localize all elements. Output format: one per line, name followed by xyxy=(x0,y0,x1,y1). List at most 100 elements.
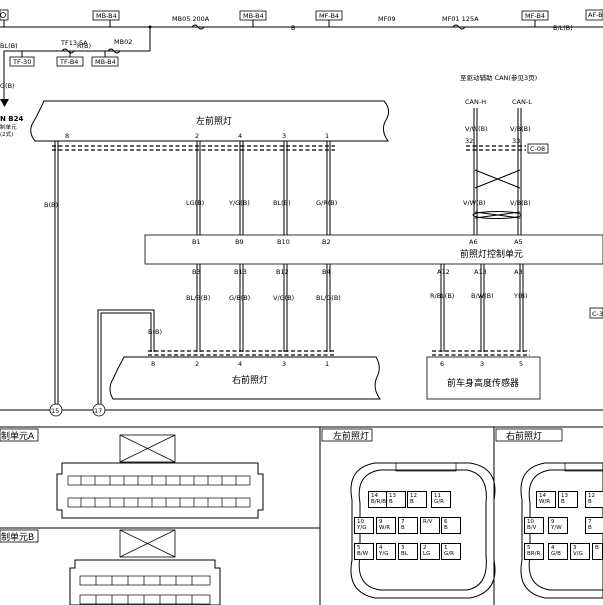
control-unit-title: 前照灯控制单元 xyxy=(460,248,523,260)
sensor-wire-rbl: R/BL(B) xyxy=(430,292,454,300)
can-lines: 至驱动辅助 CAN(参见3页) CAN-H CAN-L V/W(B) V/B(B… xyxy=(460,73,549,235)
lh-wire-bl: BL(B) xyxy=(273,199,291,207)
right-lamp-connector xyxy=(520,462,603,599)
left-lamp-pin-wire: R/V xyxy=(423,519,433,525)
lh-wire-gr: G/R(B) xyxy=(316,199,337,207)
left-lamp-pin-wire: B/W xyxy=(357,551,369,557)
can-h-label: CAN-H xyxy=(465,98,486,106)
sensor-wire-y: Y(B) xyxy=(513,292,528,300)
level-sensor: 6 3 5 前车身高度传感器 xyxy=(426,350,541,400)
can-vw-label-2: V/W(B) xyxy=(463,199,486,207)
left-lamp-pin-wire: B xyxy=(444,525,448,531)
mf-b4-tag: MF-B4 xyxy=(319,12,339,20)
lh-wire-lg: LG(B) xyxy=(186,199,204,207)
panel-unit-b-title: 制单元B xyxy=(1,531,34,543)
rh-pin-3: 3 xyxy=(282,360,286,368)
tf13-label: TF13 5A xyxy=(60,39,88,47)
ground-arrow xyxy=(0,99,9,107)
can-l-label: CAN-L xyxy=(512,98,532,106)
junction-17 xyxy=(92,403,106,417)
mf-b4-right-tag: MF-B4 xyxy=(525,12,545,20)
cu-pin-a6: A6 xyxy=(469,238,478,246)
junction-17-label: 17 xyxy=(94,407,102,415)
right-lamp-pin-cell: B xyxy=(592,543,603,560)
left-lamp-pin-number: 1 xyxy=(444,545,448,551)
panel-right-lamp-title: 右前照灯 xyxy=(506,430,542,442)
left-lamp-pin-wire: G/R xyxy=(434,499,444,505)
cu-pin-b4: B4 xyxy=(322,268,331,276)
right-headlamp-wires: BL/B(B) G/B(B) V/G(B) BL/G(B) B(B) xyxy=(97,264,341,404)
mf09-label: MF09 xyxy=(378,15,396,23)
mb02-label: MB02 xyxy=(114,38,132,46)
right-lamp-pin-number: 12 xyxy=(588,493,595,499)
left-lamp-pin-number: 9 xyxy=(379,519,383,525)
cu-pin-b1: B1 xyxy=(192,238,201,246)
left-headlamp-outline xyxy=(30,100,390,142)
level-sensor-box xyxy=(426,356,541,400)
lh-pin-4: 4 xyxy=(238,132,242,140)
right-lamp-pin-number: 3 xyxy=(573,545,577,551)
control-unit: 前照灯控制单元 B1 B9 B10 B2 A6 A5 B3 B13 B12 B4… xyxy=(144,234,603,319)
rh-pin-2: 2 xyxy=(195,360,199,368)
cu-pin-b2: B2 xyxy=(322,238,331,246)
left-lamp-pin-number: 10 xyxy=(357,519,364,525)
mb-b4-tag xyxy=(92,10,120,21)
left-lamp-pin-number: 7 xyxy=(401,519,405,525)
right-lamp-pin-number: 14 xyxy=(539,493,546,499)
rh-pin-1: 1 xyxy=(325,360,329,368)
cu-pin-b3: B3 xyxy=(192,268,201,276)
cu-pin-a13: A13 xyxy=(474,268,487,276)
can-vb-label-2: V/B(B) xyxy=(510,199,531,207)
left-lamp-pin-wire: Y/G xyxy=(379,551,389,557)
right-lamp-pin-wire: BR/R xyxy=(527,551,541,557)
af-tag: AF-B xyxy=(588,11,603,19)
mb-b4-tag-label: MB-B4 xyxy=(96,12,117,20)
left-lamp-pin-number: 13 xyxy=(389,493,396,499)
panel-unit-a-title: 制单元A xyxy=(1,430,35,442)
cu-pin-b12: B12 xyxy=(276,268,289,276)
left-headlamp-wires: B(B) LG(B) Y/G(B) BL(B) G/R(B) xyxy=(44,141,337,404)
rh-wire-gb: G/B(B) xyxy=(229,294,250,302)
lh-pin-3: 3 xyxy=(282,132,286,140)
mb-b4-right-tag: MB-B4 xyxy=(243,12,264,20)
junction-15-label: 15 xyxy=(51,407,59,415)
top-bus: MB-B4 MB05 200A MB-B4 B MF-B4 MF09 MF01 … xyxy=(0,9,603,32)
can-twist-1 xyxy=(474,169,521,189)
cu-pin-b9: B9 xyxy=(235,238,244,246)
left-lamp-pin-wire: Y/G xyxy=(357,525,367,531)
left-lamp-pin-number: 2 xyxy=(423,545,427,551)
left-lamp-pin-wire: BL xyxy=(401,551,408,557)
right-lamp-pin-wire: W/R xyxy=(539,499,551,505)
right-lamp-pin-number: 10 xyxy=(527,519,534,525)
bottom-panels: 制单元A 制单元B 左前照灯 右前照灯 xyxy=(0,426,603,605)
left-lamp-pin-number: 12 xyxy=(410,493,417,499)
rh-pin-4: 4 xyxy=(238,360,242,368)
can-pin-33: 33 xyxy=(512,137,520,145)
junction-15 xyxy=(49,403,63,417)
right-lamp-pin-number: 9 xyxy=(551,519,555,525)
panel-left-lamp-title: 左前照灯 xyxy=(333,430,369,442)
right-lamp-pin-number: 7 xyxy=(588,519,592,525)
sensor-pin-5: 5 xyxy=(519,360,523,368)
fuse-mf01 xyxy=(452,24,466,30)
left-lamp-pin-number: 3 xyxy=(401,545,405,551)
left-lamp-pin-wire: W/R xyxy=(379,525,391,531)
c3-tag: C-3 xyxy=(592,310,603,318)
right-lamp-pin-wire: B xyxy=(595,545,599,551)
sensor-pin-6: 6 xyxy=(440,360,444,368)
left-lamp-pin-wire: B xyxy=(410,499,414,505)
right-headlamp: 8 2 4 3 1 右前照灯 xyxy=(109,350,381,400)
